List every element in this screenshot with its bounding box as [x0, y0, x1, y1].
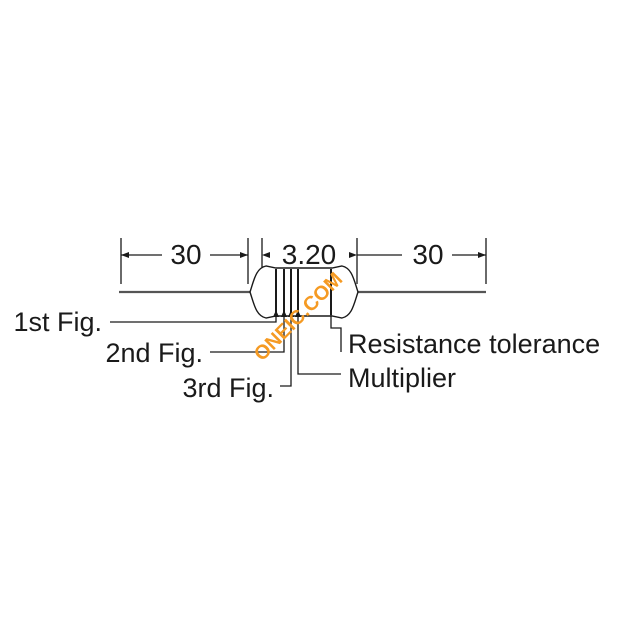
resistor-body — [249, 265, 359, 319]
leader-third-fig — [280, 310, 294, 387]
dimension-right-value: 30 — [412, 239, 443, 270]
leader-multiplier — [295, 310, 341, 375]
label-tolerance: Resistance tolerance — [348, 329, 600, 359]
dimension-right: 30 — [357, 238, 487, 284]
label-second-fig: 2nd Fig. — [105, 338, 203, 368]
leader-first-fig — [110, 310, 279, 323]
label-first-fig: 1st Fig. — [13, 307, 102, 337]
label-multiplier: Multiplier — [348, 363, 456, 393]
dimension-body: 3.20 — [261, 238, 358, 284]
dimension-left: 30 — [120, 238, 249, 284]
dimension-body-value: 3.20 — [282, 239, 337, 270]
leader-second-fig — [210, 310, 287, 353]
dimension-left-value: 30 — [170, 239, 201, 270]
leader-tolerance — [330, 313, 342, 352]
label-third-fig: 3rd Fig. — [182, 373, 274, 403]
